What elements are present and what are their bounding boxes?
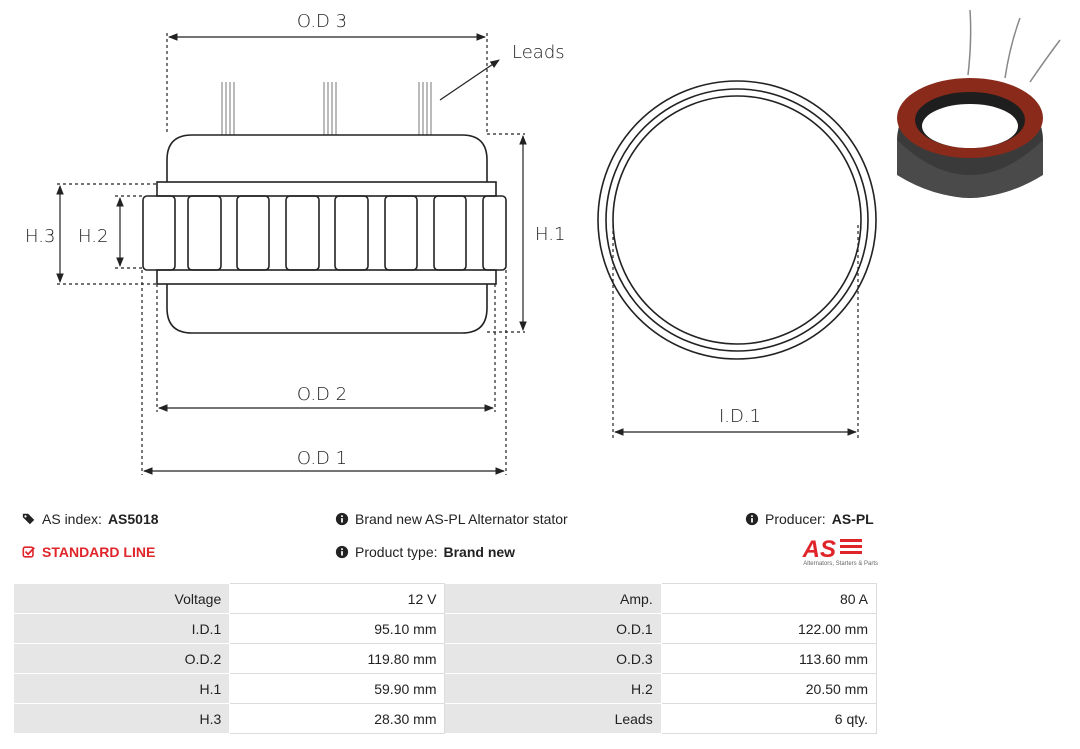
producer-label: Producer: bbox=[765, 511, 826, 527]
spec-value: 20.50 mm bbox=[660, 673, 878, 704]
spec-value: 59.90 mm bbox=[229, 673, 446, 704]
label-od2: O.D 2 bbox=[297, 384, 347, 405]
tags-icon bbox=[22, 513, 35, 525]
as-index-label: AS index: bbox=[42, 511, 102, 527]
product-type: Product type: Brand new bbox=[335, 544, 515, 560]
spec-label: O.D.1 bbox=[444, 613, 662, 644]
spec-label: I.D.1 bbox=[12, 613, 231, 644]
spec-value: 113.60 mm bbox=[660, 643, 878, 674]
logo-tagline: Alternators, Starters & Parts bbox=[803, 561, 878, 567]
label-h3: H.3 bbox=[25, 226, 55, 247]
spec-value: 6 qty. bbox=[660, 703, 878, 734]
check-square-icon bbox=[22, 546, 35, 558]
info-icon bbox=[335, 545, 349, 559]
label-od3: O.D 3 bbox=[297, 11, 347, 32]
dimension-lines bbox=[56, 33, 527, 475]
spec-value: 119.80 mm bbox=[229, 643, 446, 674]
stator-front-view bbox=[597, 80, 877, 438]
as-pl-logo: AS bbox=[802, 536, 862, 563]
label-h1: H.1 bbox=[535, 224, 565, 245]
label-id1: I.D.1 bbox=[719, 406, 761, 427]
as-index: AS index: AS5018 bbox=[22, 511, 159, 527]
label-h2: H.2 bbox=[78, 226, 108, 247]
spec-value: 28.30 mm bbox=[229, 703, 446, 734]
info-icon bbox=[335, 512, 349, 526]
label-leads: Leads bbox=[512, 42, 565, 63]
as-index-value: AS5018 bbox=[107, 511, 159, 527]
spec-label: H.2 bbox=[444, 673, 662, 704]
description: Brand new AS-PL Alternator stator bbox=[335, 511, 568, 527]
description-text: Brand new AS-PL Alternator stator bbox=[355, 511, 568, 527]
spec-value: 95.10 mm bbox=[229, 613, 446, 644]
spec-value: 122.00 mm bbox=[660, 613, 878, 644]
stator-diagram: O.D 3 Leads H.3 H.2 H.1 O.D 2 O.D 1 I.D.… bbox=[25, 9, 1061, 475]
spec-value: 12 V bbox=[229, 583, 446, 614]
info-icon bbox=[745, 512, 759, 526]
spec-label: Leads bbox=[444, 703, 662, 734]
stator-photo bbox=[897, 9, 1061, 198]
product-type-label: Product type: bbox=[355, 544, 438, 560]
standard-line-label: STANDARD LINE bbox=[42, 544, 156, 560]
spec-label: Voltage bbox=[12, 583, 231, 614]
spec-label: O.D.2 bbox=[12, 643, 231, 674]
stator-side-view bbox=[142, 82, 507, 334]
spec-label: H.3 bbox=[12, 703, 231, 734]
spec-label: H.1 bbox=[12, 673, 231, 704]
spec-label: Amp. bbox=[444, 583, 662, 614]
spec-value: 80 A bbox=[660, 583, 878, 614]
product-type-value: Brand new bbox=[443, 544, 516, 560]
producer: Producer: AS-PL bbox=[745, 511, 874, 527]
label-od1: O.D 1 bbox=[297, 448, 347, 469]
spec-label: O.D.3 bbox=[444, 643, 662, 674]
standard-line: STANDARD LINE bbox=[22, 544, 155, 560]
producer-value: AS-PL bbox=[831, 511, 874, 527]
svg-text:AS: AS bbox=[802, 536, 836, 563]
